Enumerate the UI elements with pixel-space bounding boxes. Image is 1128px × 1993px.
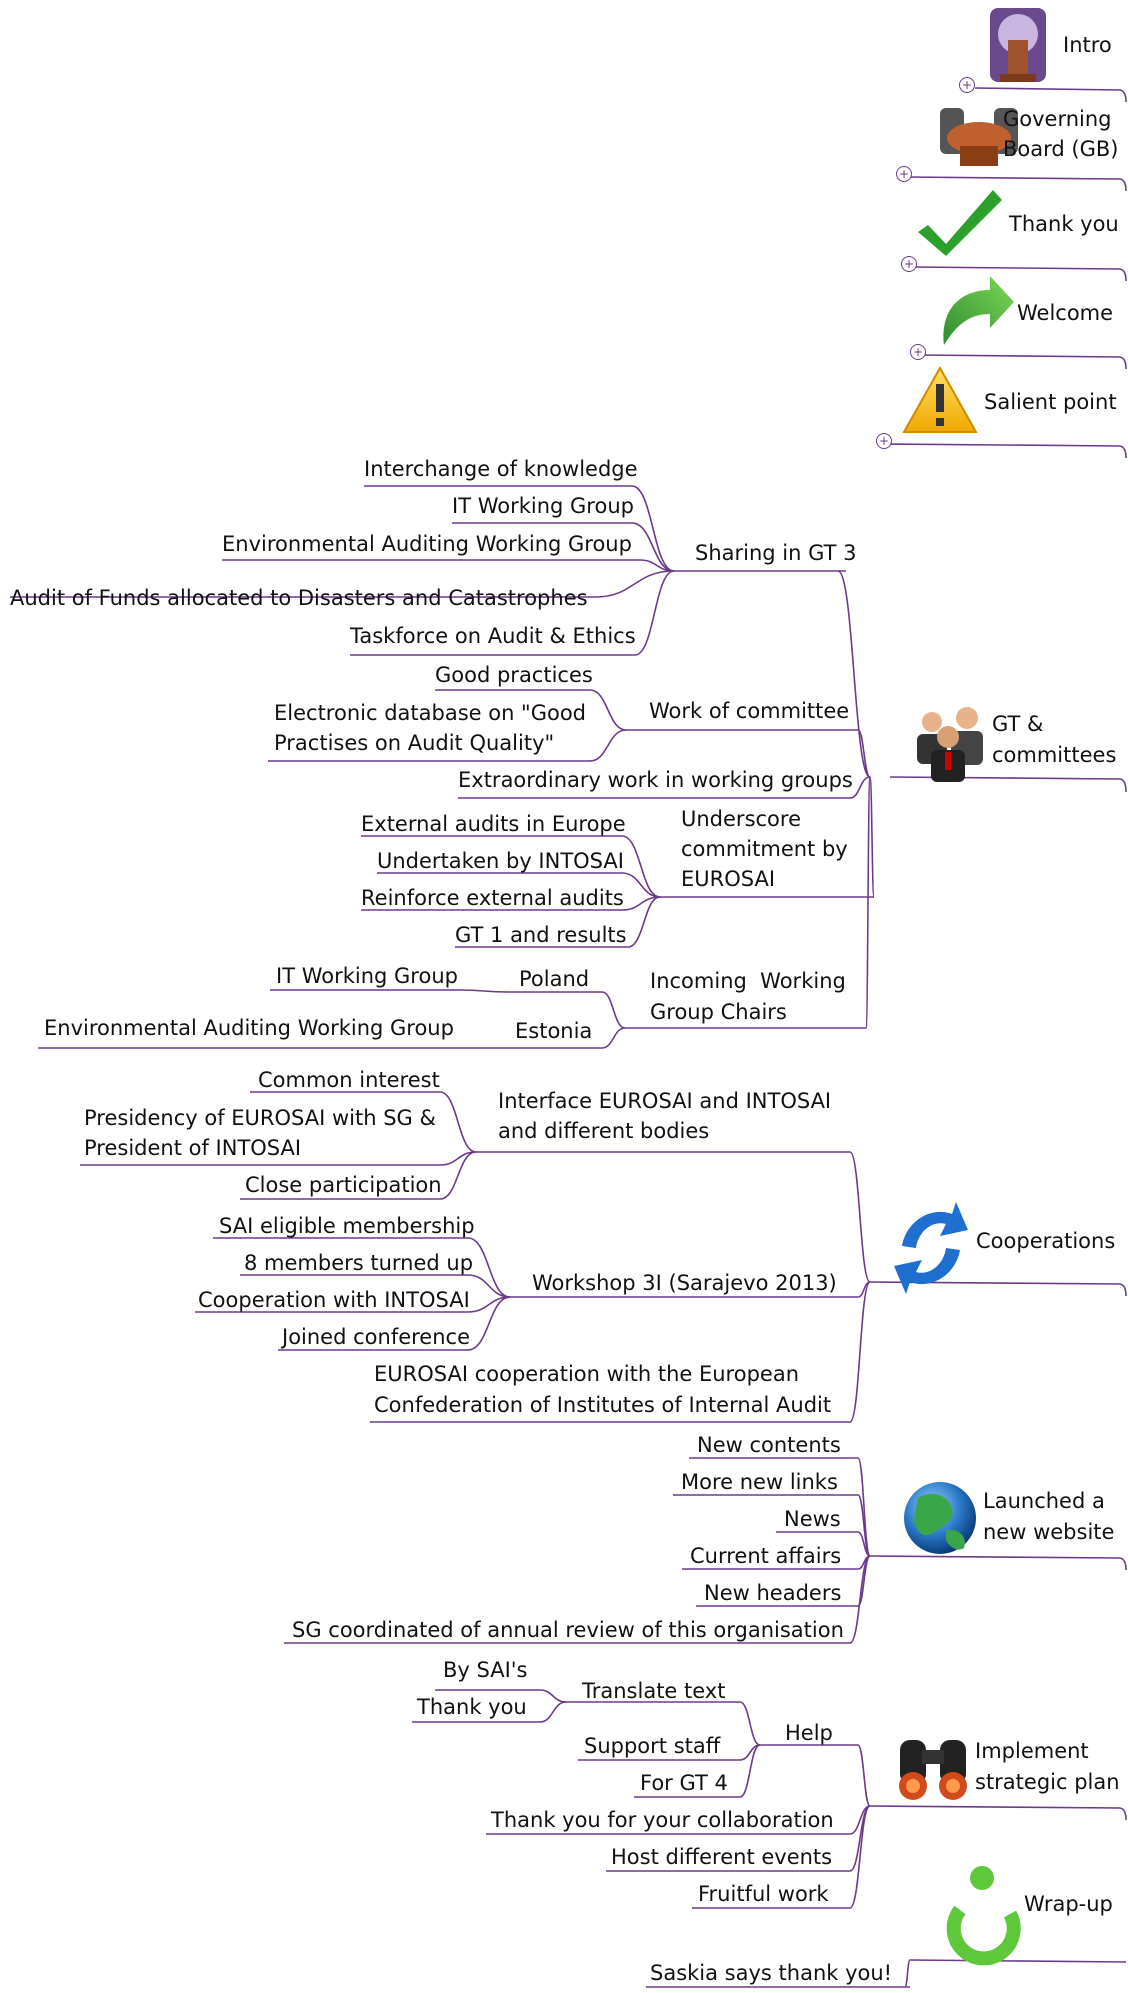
node-sharing-gt3[interactable]: Sharing in GT 3	[695, 541, 857, 565]
node-electronic-database[interactable]: Electronic database on "Good Practises o…	[274, 701, 587, 755]
node-estonia[interactable]: Estonia	[515, 1019, 593, 1043]
node-host-events[interactable]: Host different events	[611, 1845, 833, 1869]
node-good-practices[interactable]: Good practices	[435, 663, 593, 687]
topic-new-website[interactable]: Launched a new website	[983, 1489, 1115, 1544]
topic-intro[interactable]: Intro	[1063, 33, 1112, 57]
topic-cooperations[interactable]: Cooperations	[976, 1229, 1116, 1253]
expand-toggle-salient[interactable]: +	[876, 433, 892, 449]
node-work-committee[interactable]: Work of committee	[649, 699, 850, 723]
node-for-gt4[interactable]: For GT 4	[640, 1771, 728, 1795]
warning-icon	[902, 365, 978, 433]
expand-toggle-gb[interactable]: +	[896, 166, 912, 182]
topic-gt-committees[interactable]: GT & committees	[992, 712, 1117, 767]
refresh-arrows-icon	[894, 1202, 968, 1294]
node-taskforce[interactable]: Taskforce on Audit & Ethics	[350, 624, 636, 648]
node-it-working-group[interactable]: IT Working Group	[452, 494, 634, 518]
node-undertaken-intosai[interactable]: Undertaken by INTOSAI	[377, 849, 624, 873]
node-interchange[interactable]: Interchange of knowledge	[364, 457, 638, 481]
expand-toggle-intro[interactable]: +	[959, 77, 975, 93]
node-new-links[interactable]: More new links	[681, 1470, 838, 1494]
node-fruitful-work[interactable]: Fruitful work	[698, 1882, 829, 1906]
topic-governing-board[interactable]: Governing Board (GB)	[1003, 107, 1119, 161]
node-estonia-env-wg[interactable]: Environmental Auditing Working Group	[44, 1016, 454, 1040]
node-audit-funds[interactable]: Audit of Funds allocated to Disasters an…	[10, 586, 588, 610]
node-saskia-thanks[interactable]: Saskia says thank you!	[650, 1961, 893, 1985]
node-sai-membership[interactable]: SAI eligible membership	[219, 1214, 475, 1238]
node-new-headers[interactable]: New headers	[704, 1581, 842, 1605]
node-underscore-commitment[interactable]: Underscore commitment by EUROSAI	[681, 807, 848, 891]
node-common-interest[interactable]: Common interest	[258, 1068, 440, 1092]
node-reinforce-audits[interactable]: Reinforce external audits	[361, 886, 624, 910]
people-group-icon	[917, 707, 983, 782]
boardroom-chairs-icon	[940, 108, 1018, 166]
topic-salient-point[interactable]: Salient point	[984, 390, 1117, 414]
green-arrow-icon	[943, 276, 1014, 345]
expand-toggle-welcome[interactable]: +	[910, 344, 926, 360]
topic-thank-you[interactable]: Thank you	[1009, 212, 1119, 236]
node-translate-text[interactable]: Translate text	[582, 1679, 726, 1703]
node-eurosai-ecc[interactable]: EUROSAI cooperation with the European Co…	[374, 1362, 832, 1417]
node-by-sais[interactable]: By SAI's	[443, 1658, 528, 1682]
node-sg-annual-review[interactable]: SG coordinated of annual review of this …	[292, 1618, 844, 1642]
node-coop-intosai[interactable]: Cooperation with INTOSAI	[198, 1288, 470, 1312]
node-close-participation[interactable]: Close participation	[245, 1173, 442, 1197]
circular-arrow-icon	[946, 1866, 1021, 1966]
node-env-auditing-wg[interactable]: Environmental Auditing Working Group	[222, 532, 632, 556]
binoculars-icon	[899, 1740, 967, 1800]
node-poland-it-wg[interactable]: IT Working Group	[276, 964, 458, 988]
node-help[interactable]: Help	[785, 1721, 833, 1745]
node-news[interactable]: News	[784, 1507, 841, 1531]
globe-icon	[904, 1482, 976, 1554]
topic-strategic-plan[interactable]: Implement strategic plan	[975, 1739, 1120, 1794]
node-current-affairs[interactable]: Current affairs	[690, 1544, 842, 1568]
node-joined-conference[interactable]: Joined conference	[282, 1325, 470, 1349]
checkmark-icon	[918, 190, 1002, 256]
node-workshop-3i[interactable]: Workshop 3I (Sarajevo 2013)	[532, 1271, 837, 1295]
node-support-staff[interactable]: Support staff	[584, 1734, 721, 1758]
node-gt1-results[interactable]: GT 1 and results	[455, 923, 627, 947]
node-8-members[interactable]: 8 members turned up	[244, 1251, 474, 1275]
node-interface-eurosai-intosai[interactable]: Interface EUROSAI and INTOSAI and differ…	[498, 1089, 832, 1143]
topic-wrap-up[interactable]: Wrap-up	[1024, 1892, 1113, 1916]
node-extraordinary-work[interactable]: Extraordinary work in working groups	[458, 768, 853, 792]
expand-toggle-thanks[interactable]: +	[901, 256, 917, 272]
node-poland[interactable]: Poland	[519, 967, 590, 991]
node-new-contents[interactable]: New contents	[697, 1433, 841, 1457]
node-thank-collaboration[interactable]: Thank you for your collaboration	[491, 1808, 834, 1832]
node-thank-you-small[interactable]: Thank you	[417, 1695, 527, 1719]
node-external-audits-europe[interactable]: External audits in Europe	[361, 812, 626, 836]
node-presidency[interactable]: Presidency of EUROSAI with SG & Presiden…	[84, 1106, 436, 1160]
topic-welcome[interactable]: Welcome	[1017, 301, 1114, 325]
node-incoming-wg-chairs[interactable]: Incoming Working Group Chairs	[650, 969, 846, 1024]
podium-icon	[990, 8, 1046, 82]
